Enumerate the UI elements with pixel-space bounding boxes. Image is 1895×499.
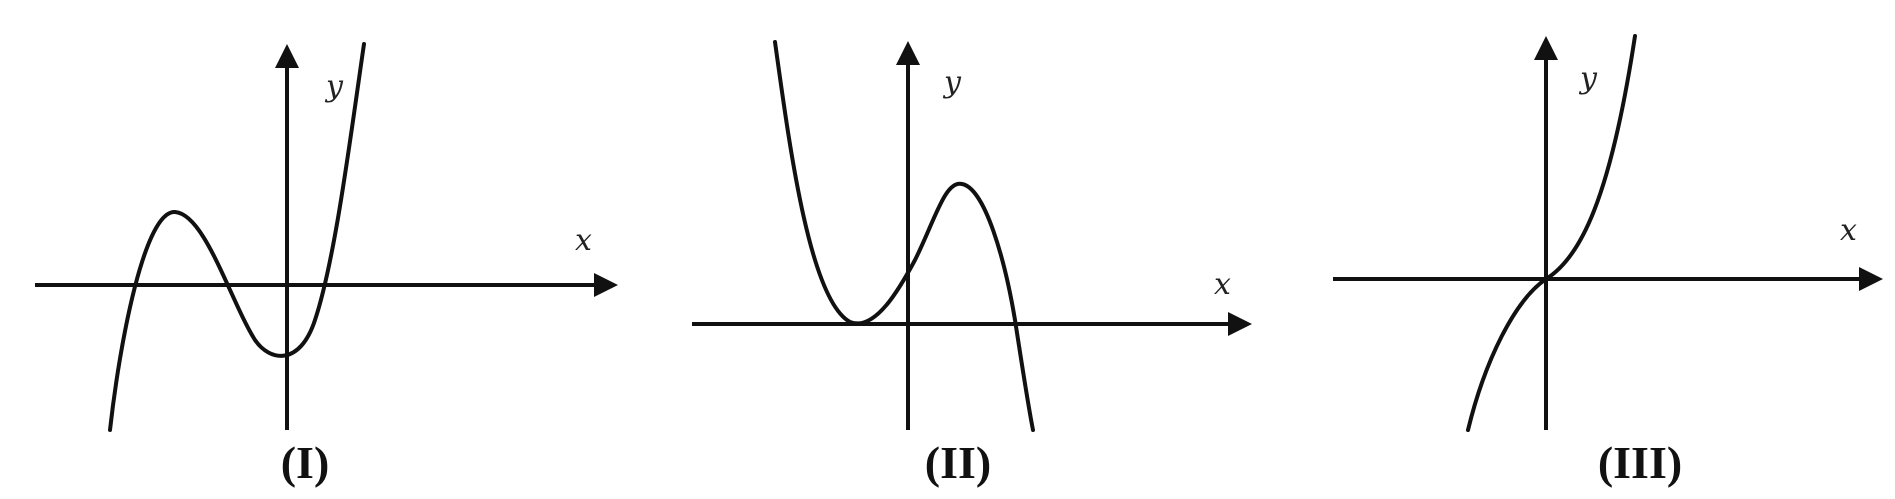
- graph-ii-y-axis-arrow-icon: [896, 41, 920, 65]
- graph-ii-x-axis-arrow-icon: [1228, 312, 1252, 336]
- graph-iii-y-axis-arrow-icon: [1534, 36, 1558, 60]
- graph-i: y x (I): [35, 42, 618, 488]
- graph-i-x-axis-arrow-icon: [594, 273, 618, 297]
- graph-i-curve: [108, 42, 366, 432]
- graph-iii-caption: (III): [1598, 437, 1682, 488]
- graph-ii: y x (II): [692, 40, 1252, 488]
- graph-iii: y x (III): [1333, 34, 1883, 488]
- graph-ii-caption: (II): [925, 437, 991, 488]
- graph-i-caption: (I): [281, 437, 330, 488]
- graph-ii-curve: [773, 40, 1035, 432]
- graph-i-y-axis-arrow-icon: [275, 44, 299, 68]
- graph-iii-x-axis-arrow-icon: [1859, 267, 1883, 291]
- graph-i-x-label: x: [575, 223, 592, 258]
- graph-iii-curve: [1466, 34, 1637, 432]
- graph-iii-x-label: x: [1840, 213, 1857, 248]
- graph-ii-y-label: y: [942, 65, 962, 100]
- graph-i-y-label: y: [324, 69, 344, 104]
- graph-ii-x-label: x: [1214, 267, 1231, 302]
- graph-iii-y-label: y: [1578, 61, 1598, 96]
